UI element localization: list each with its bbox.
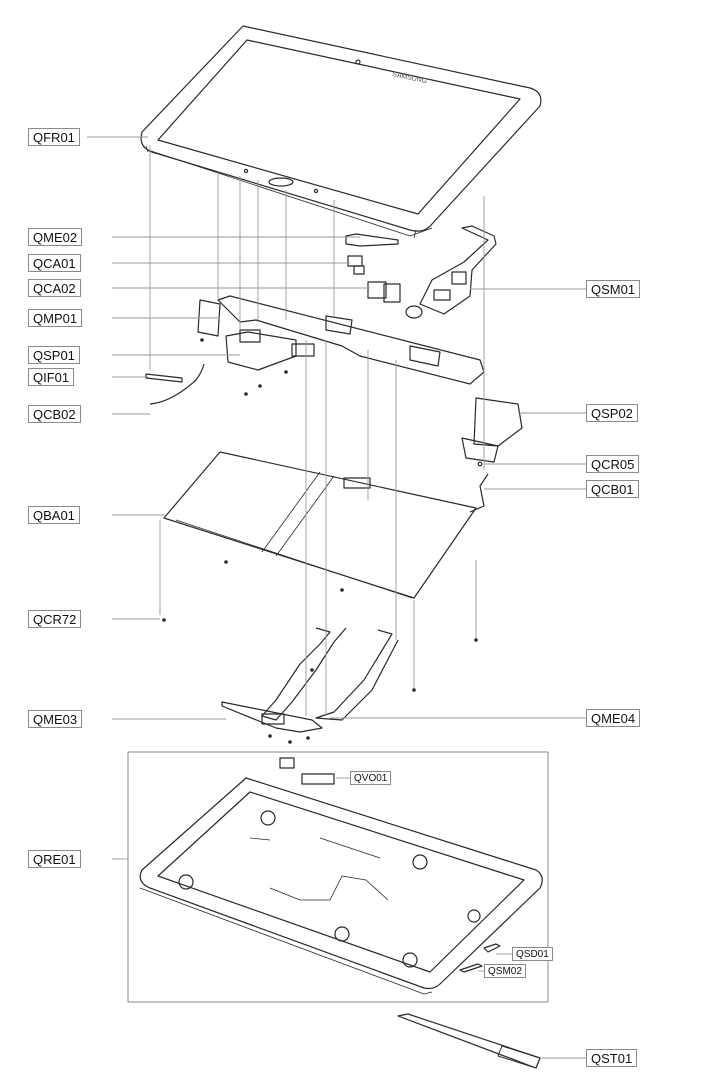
- label-qsm02: QSM02: [484, 964, 526, 978]
- label-qca01: QCA01: [28, 254, 81, 272]
- label-qcb01: QCB01: [586, 480, 639, 498]
- label-qre01: QRE01: [28, 850, 81, 868]
- label-qca02: QCA02: [28, 279, 81, 297]
- home-button-icon: [268, 177, 294, 187]
- label-qme03: QME03: [28, 710, 83, 728]
- sensor-dot-icon: [243, 168, 249, 174]
- label-qsp01: QSP01: [28, 346, 80, 364]
- rear-case: [139, 757, 543, 995]
- label-qif01: QIF01: [28, 368, 75, 386]
- interface-parts: [145, 363, 205, 405]
- label-qme02: QME02: [28, 228, 83, 246]
- s-pen: [397, 1013, 541, 1069]
- label-qba01: QBA01: [28, 506, 80, 524]
- label-qsm01: QSM01: [586, 280, 641, 298]
- label-qcb02: QCB02: [28, 405, 81, 423]
- flex-cables: [221, 627, 399, 733]
- right-speaker: [461, 397, 523, 513]
- label-qcr72: QCR72: [28, 610, 82, 628]
- battery: [163, 451, 477, 599]
- label-qst01: QST01: [586, 1049, 638, 1067]
- sensor-dot-icon: [313, 188, 319, 194]
- sub-board: [405, 225, 497, 319]
- camera-parts: [345, 233, 401, 303]
- label-qsd01: QSD01: [512, 947, 553, 961]
- front-frame: [140, 25, 542, 239]
- label-qmp01: QMP01: [28, 309, 83, 327]
- label-qsp02: QSP02: [586, 404, 638, 422]
- main-board: [197, 295, 485, 385]
- left-speaker: [225, 329, 315, 371]
- label-qme04: QME04: [586, 709, 641, 727]
- brand-logo-text: SAMSUNG: [392, 71, 428, 85]
- label-qcr05: QCR05: [586, 455, 640, 473]
- side-trays: [459, 943, 501, 973]
- label-qvo01: QVO01: [350, 771, 392, 785]
- camera-dot-icon: [355, 59, 361, 65]
- label-qfr01: QFR01: [28, 128, 80, 146]
